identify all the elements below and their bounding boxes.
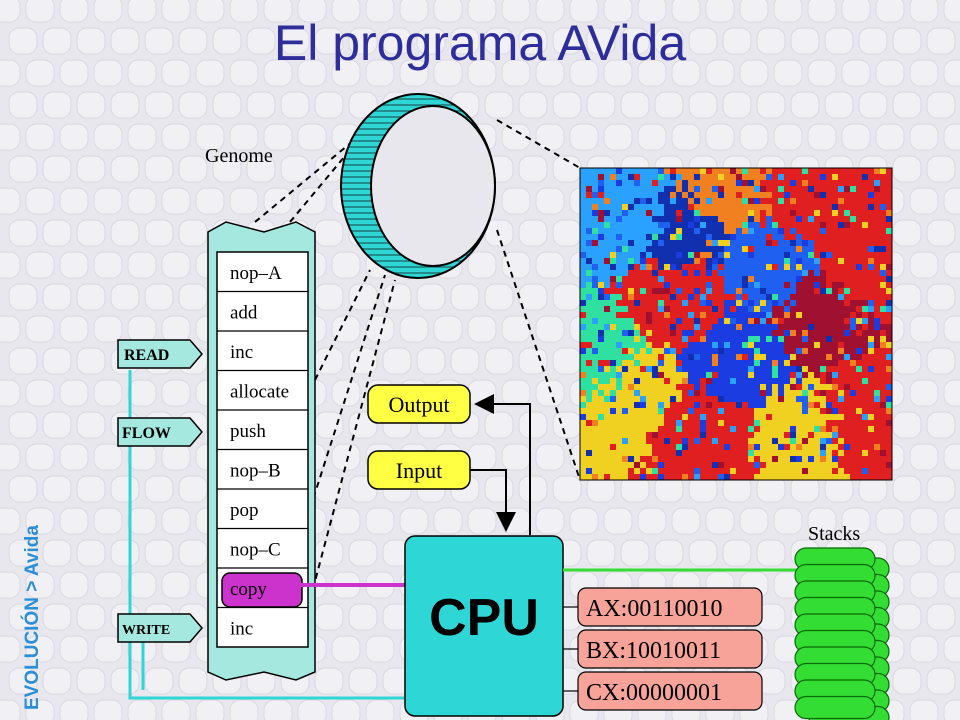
genome-instruction: nop–C xyxy=(217,527,308,561)
write-head[interactable]: WRITE xyxy=(117,613,203,643)
instruction-label: nop–C xyxy=(230,540,281,561)
instruction-label: allocate xyxy=(230,382,289,403)
cpu-label: CPU xyxy=(429,589,539,647)
genome-instruction: allocate xyxy=(217,369,308,403)
instruction-label: nop–A xyxy=(230,263,282,284)
page-title: El programa AVida xyxy=(273,15,687,71)
write-head-label: WRITE xyxy=(122,623,170,638)
genome-instruction: pop xyxy=(217,488,308,521)
register-bx: BX:10010011 xyxy=(563,629,763,669)
instruction-label: copy xyxy=(230,579,267,600)
register-value: AX:00110010 xyxy=(586,596,722,622)
genome-instruction: nop–A xyxy=(230,263,282,284)
register-cx: CX:00000001 xyxy=(563,671,763,711)
genome-instruction: add xyxy=(217,290,308,324)
io-arrows xyxy=(470,394,531,535)
register-ax: AX:00110010 xyxy=(563,587,763,627)
genome-instruction: inc xyxy=(217,606,308,640)
genome-label: Genome xyxy=(205,145,273,167)
stack-pile xyxy=(794,547,890,720)
input-label: Input xyxy=(396,458,442,483)
stacks-label: Stacks xyxy=(808,523,860,545)
register-value: BX:10010011 xyxy=(586,638,721,664)
genome-instruction: push xyxy=(217,409,308,442)
instruction-label: push xyxy=(230,421,266,442)
read-head[interactable]: READ xyxy=(117,339,203,369)
genome-instruction: copy xyxy=(217,567,308,608)
flow-head-label: FLOW xyxy=(122,425,171,442)
genome-instruction: inc xyxy=(217,330,308,363)
flow-head[interactable]: FLOW xyxy=(117,417,203,447)
genome-tape xyxy=(207,221,316,681)
read-head-label: READ xyxy=(124,347,169,364)
genome-ring xyxy=(340,93,496,279)
instruction-label: add xyxy=(230,303,258,324)
population-grid-border xyxy=(579,167,893,481)
instruction-label: inc xyxy=(230,619,253,640)
instruction-label: pop xyxy=(230,500,259,521)
cpu-block[interactable]: CPU xyxy=(404,535,564,717)
instruction-label: nop–B xyxy=(230,461,281,482)
population-grid xyxy=(580,168,893,481)
instruction-label: inc xyxy=(230,342,253,363)
output-box[interactable]: Output xyxy=(367,384,471,424)
stack-slot xyxy=(794,695,876,720)
register-value: CX:00000001 xyxy=(586,680,722,706)
genome-instruction: nop–B xyxy=(217,448,308,482)
input-box[interactable]: Input xyxy=(367,450,471,490)
output-label: Output xyxy=(388,392,449,417)
genome-instruction-list: nop–A add inc allocate push nop–B pop nop–C copy… xyxy=(217,263,308,640)
